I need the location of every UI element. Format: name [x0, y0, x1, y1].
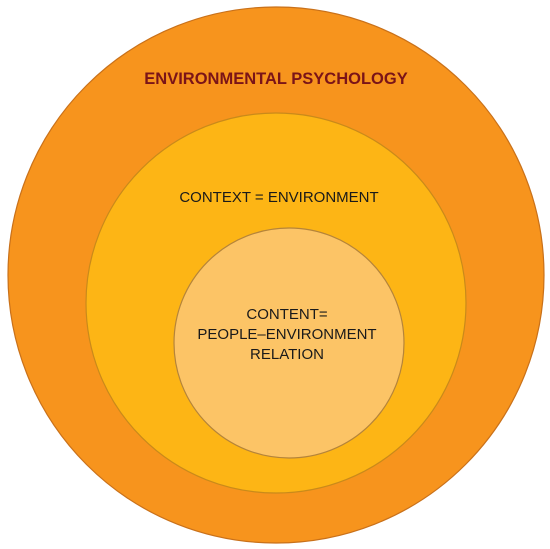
outer-circle-label: ENVIRONMENTAL PSYCHOLOGY — [144, 70, 407, 88]
inner-circle-label-line-3: RELATION — [250, 346, 324, 363]
inner-circle-label-line-1: CONTENT= — [246, 306, 327, 323]
inner-circle-content — [173, 227, 405, 459]
inner-circle-label-line-2: PEOPLE–ENVIRONMENT — [197, 326, 376, 343]
middle-circle-label: CONTEXT = ENVIRONMENT — [179, 189, 378, 206]
